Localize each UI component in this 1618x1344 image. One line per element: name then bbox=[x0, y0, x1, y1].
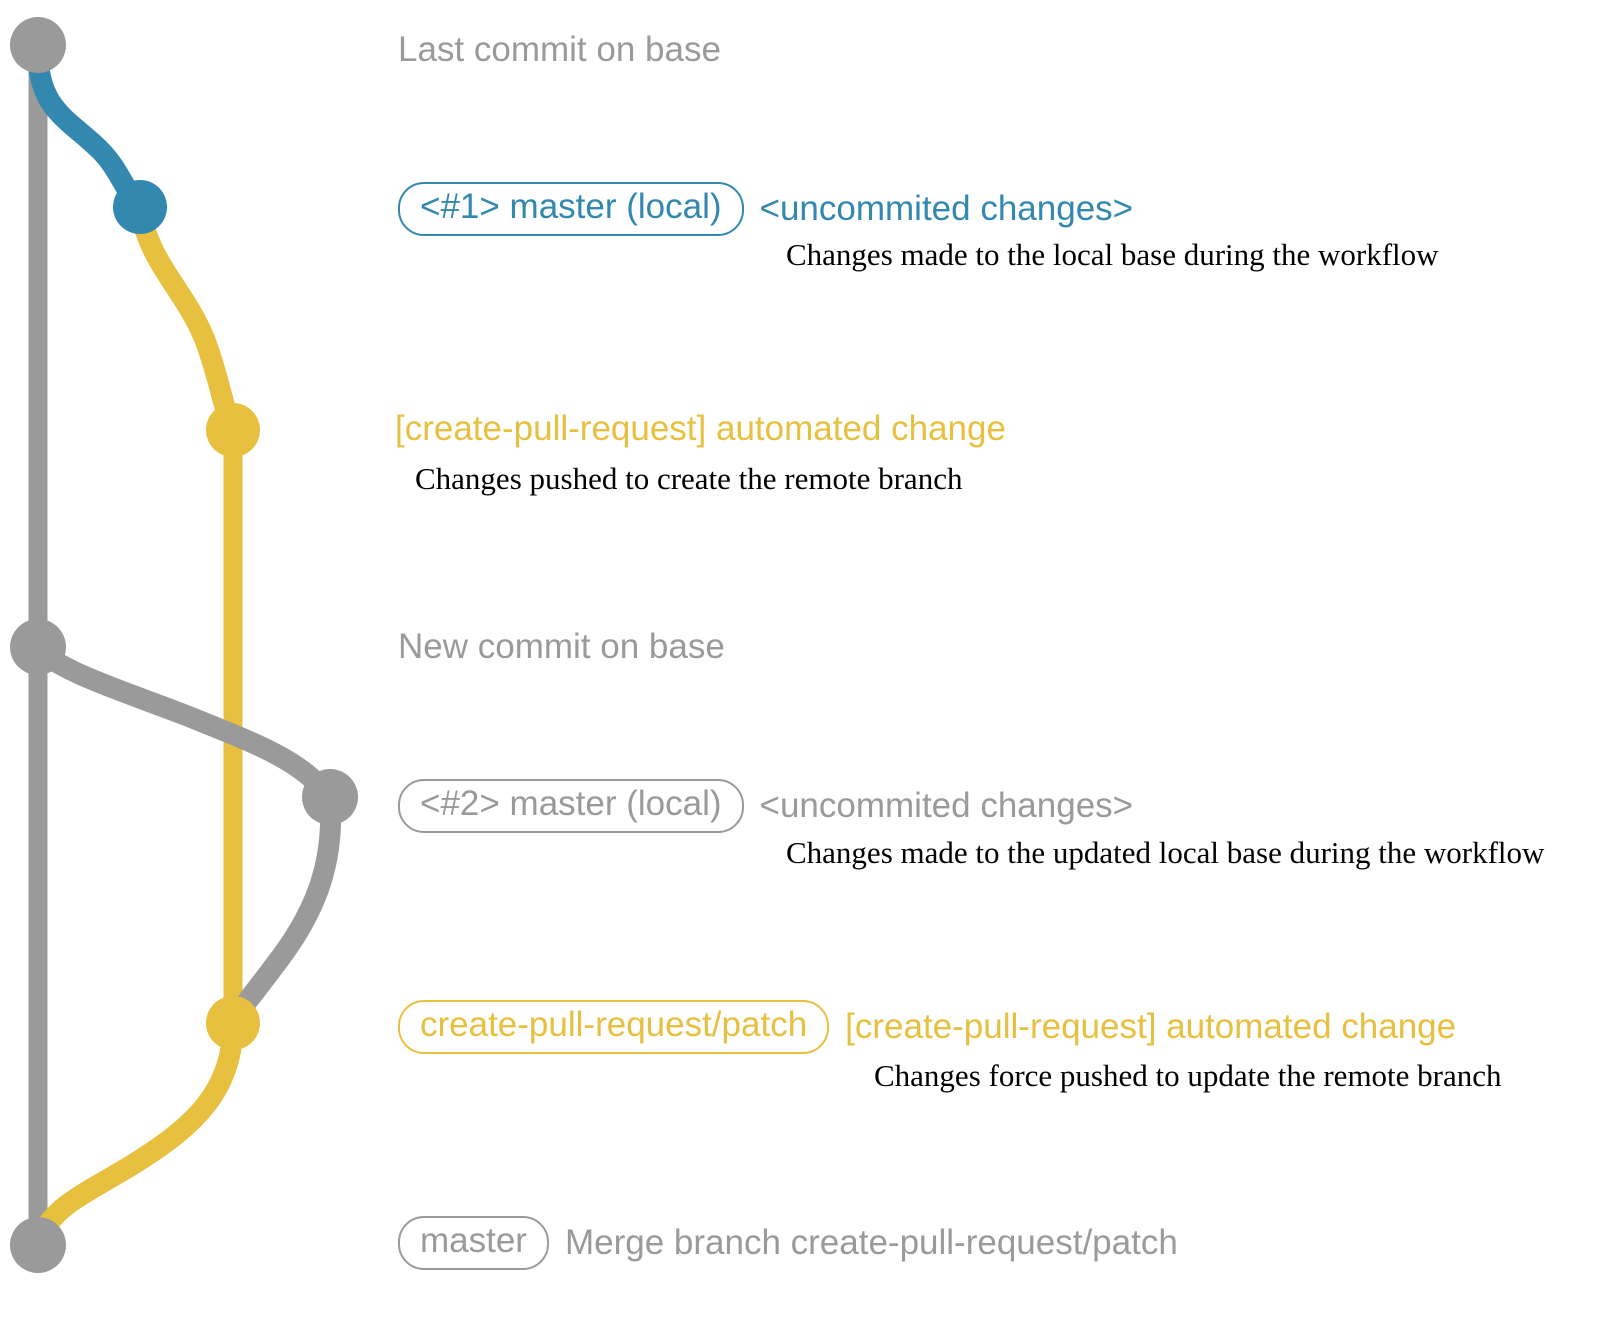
note-text: Changes pushed to create the remote bran… bbox=[415, 461, 963, 496]
note-text: Changes made to the local base during th… bbox=[786, 237, 1439, 272]
node-base-merge bbox=[10, 1217, 66, 1273]
commit-subject: [create-pull-request] automated change bbox=[845, 1006, 1457, 1046]
node-local-uncommitted-2 bbox=[302, 769, 358, 825]
note-text: Changes force pushed to update the remot… bbox=[874, 1058, 1502, 1093]
ref-badge-master[interactable]: master bbox=[398, 1216, 549, 1270]
commit-subject: Merge branch create-pull-request/patch bbox=[564, 1222, 1178, 1262]
node-local-uncommitted-1 bbox=[113, 180, 167, 234]
node-patch-commit-1 bbox=[206, 403, 260, 457]
commit-subject: <uncommited changes> bbox=[759, 188, 1134, 228]
entry-last-commit-on-base: Last commit on base bbox=[398, 30, 721, 69]
entry-merge-commit: master Merge branch create-pull-request/… bbox=[398, 1216, 1178, 1270]
base-detour-edge-out bbox=[222, 789, 342, 1034]
entry-new-commit-on-base: New commit on base bbox=[398, 627, 725, 666]
note-automated-change-2: Changes force pushed to update the remot… bbox=[874, 1058, 1502, 1094]
patch-merge-edge bbox=[27, 1015, 244, 1256]
commit-subject: <uncommited changes> bbox=[759, 785, 1134, 825]
ref-badge-master-local-2[interactable]: <#2> master (local) bbox=[398, 779, 744, 833]
node-base-head bbox=[10, 17, 66, 73]
node-base-new-commit bbox=[10, 619, 66, 675]
entry-automated-change-2: create-pull-request/patch [create-pull-r… bbox=[398, 1000, 1456, 1054]
node-patch-commit-2 bbox=[206, 996, 260, 1050]
note-automated-change-1: Changes pushed to create the remote bran… bbox=[415, 461, 962, 497]
commit-graph bbox=[10, 17, 358, 1273]
ref-badge-create-pull-request-patch[interactable]: create-pull-request/patch bbox=[398, 1000, 830, 1054]
note-text: Changes made to the updated local base d… bbox=[786, 835, 1545, 870]
note-master-local-1: Changes made to the local base during th… bbox=[786, 237, 1439, 273]
commit-subject: Last commit on base bbox=[398, 30, 721, 69]
entry-master-local-1: <#1> master (local) <uncommited changes> bbox=[398, 182, 1133, 236]
entry-master-local-2: <#2> master (local) <uncommited changes> bbox=[398, 779, 1133, 833]
note-master-local-2: Changes made to the updated local base d… bbox=[786, 835, 1544, 871]
ref-badge-master-local-1[interactable]: <#1> master (local) bbox=[398, 182, 744, 236]
base-detour-edge-in bbox=[27, 639, 341, 808]
local-branch-edge-1 bbox=[27, 41, 151, 218]
commit-subject: New commit on base bbox=[398, 627, 725, 666]
commit-subject: [create-pull-request] automated change bbox=[395, 409, 1006, 448]
entry-automated-change-1: [create-pull-request] automated change bbox=[395, 409, 1006, 448]
patch-edge-1 bbox=[129, 199, 244, 441]
